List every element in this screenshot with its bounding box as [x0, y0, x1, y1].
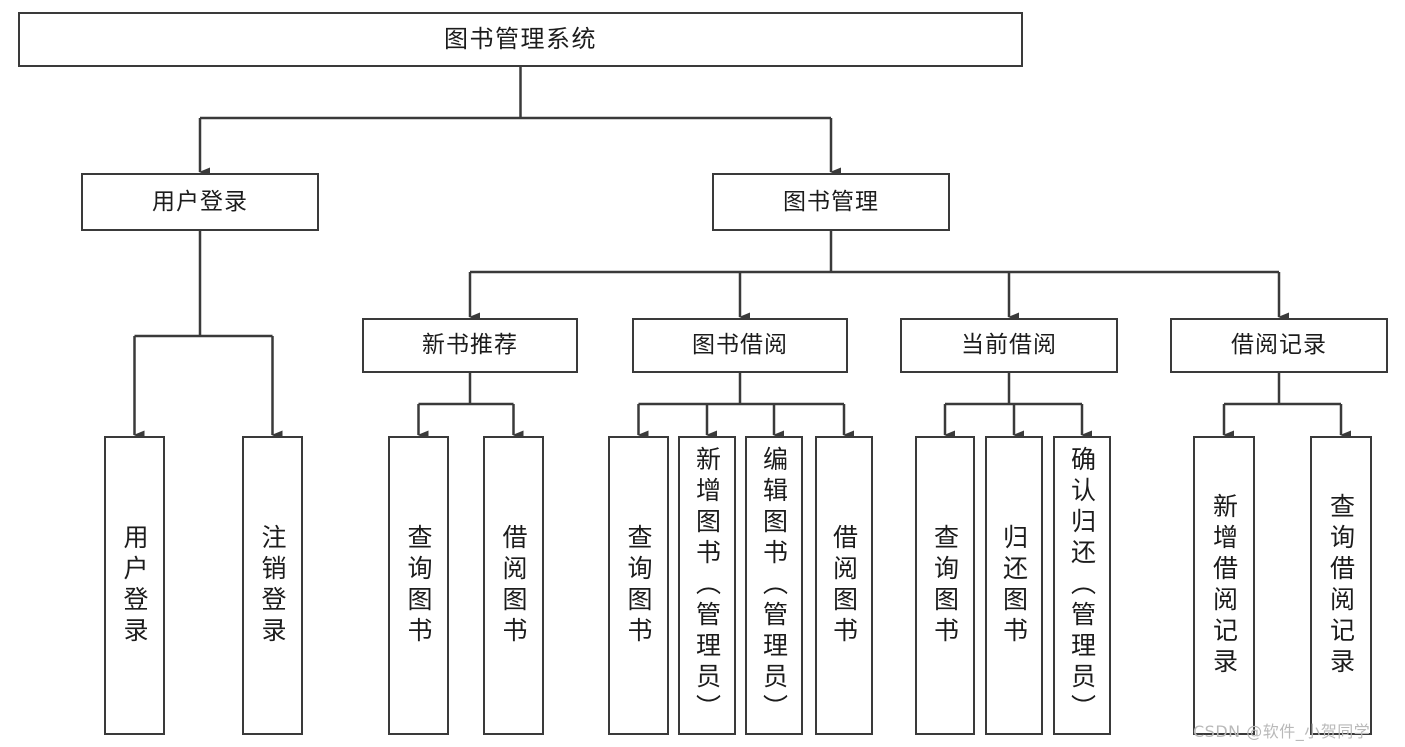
- node-label: 借阅图书: [499, 523, 528, 648]
- node-leaf-4[interactable]: 借阅图书: [483, 436, 544, 735]
- node-leaf-10[interactable]: 归还图书: [985, 436, 1043, 735]
- node-label: 图书管理: [783, 188, 879, 215]
- node-label: 查询图书: [624, 523, 653, 648]
- node-bookmgmt[interactable]: 图书管理: [712, 173, 950, 231]
- node-label: 图书借阅: [692, 332, 788, 359]
- node-label: 借阅图书: [829, 523, 859, 648]
- node-newbook[interactable]: 新书推荐: [362, 318, 578, 373]
- csdn-watermark: CSDN @软件_小贺同学: [1193, 722, 1371, 741]
- node-label: 确认归还（管理员）: [1067, 446, 1097, 725]
- node-label: 当前借阅: [961, 332, 1057, 359]
- node-root[interactable]: 图书管理系统: [18, 12, 1023, 67]
- node-label: 新增图书（管理员）: [692, 446, 722, 725]
- node-label: 查询图书: [404, 523, 433, 648]
- node-label: 借阅记录: [1231, 332, 1327, 359]
- node-label: 新增借阅记录: [1209, 492, 1239, 679]
- node-label: 用户登录: [152, 188, 248, 215]
- node-leaf-8[interactable]: 借阅图书: [815, 436, 873, 735]
- node-label: 图书管理系统: [444, 24, 597, 53]
- node-leaf-12[interactable]: 新增借阅记录: [1193, 436, 1255, 735]
- node-label: 归还图书: [999, 523, 1029, 648]
- node-borrow[interactable]: 图书借阅: [632, 318, 848, 373]
- node-leaf-9[interactable]: 查询图书: [915, 436, 975, 735]
- node-leaf-1[interactable]: 用户登录: [104, 436, 165, 735]
- node-label: 查询借阅记录: [1326, 492, 1356, 679]
- node-leaf-6[interactable]: 新增图书（管理员）: [678, 436, 736, 735]
- node-current[interactable]: 当前借阅: [900, 318, 1118, 373]
- node-label: 编辑图书（管理员）: [759, 446, 789, 725]
- node-label: 查询图书: [930, 523, 960, 648]
- node-leaf-5[interactable]: 查询图书: [608, 436, 669, 735]
- node-leaf-11[interactable]: 确认归还（管理员）: [1053, 436, 1111, 735]
- node-label: 新书推荐: [422, 332, 518, 359]
- node-leaf-7[interactable]: 编辑图书（管理员）: [745, 436, 803, 735]
- node-leaf-2[interactable]: 注销登录: [242, 436, 303, 735]
- node-label: 用户登录: [120, 523, 149, 648]
- node-login[interactable]: 用户登录: [81, 173, 319, 231]
- node-records[interactable]: 借阅记录: [1170, 318, 1388, 373]
- node-label: 注销登录: [258, 523, 287, 648]
- node-leaf-13[interactable]: 查询借阅记录: [1310, 436, 1372, 735]
- node-leaf-3[interactable]: 查询图书: [388, 436, 449, 735]
